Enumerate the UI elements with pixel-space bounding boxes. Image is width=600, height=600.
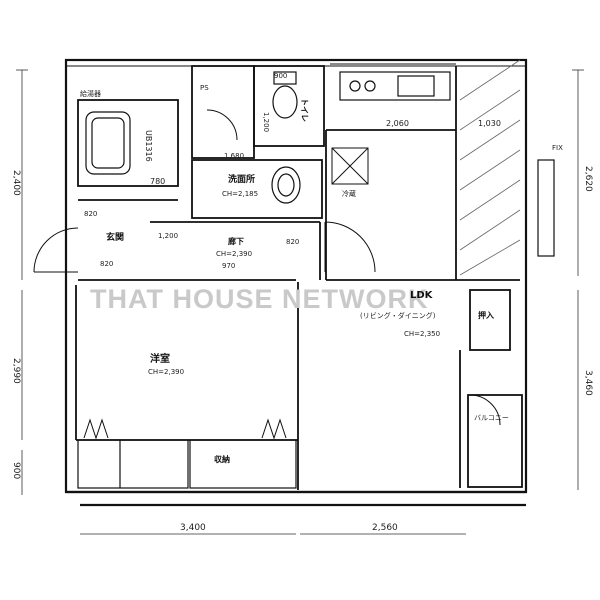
hallway-width: 970 (222, 262, 235, 270)
door-swings (33, 109, 501, 426)
dim-right-top-height: 2,620 (583, 166, 593, 192)
kitchen-dim-b: 1,030 (478, 119, 501, 128)
exterior-walls (64, 58, 528, 507)
bath-name: UB1316 (144, 130, 153, 162)
toilet-icon (272, 71, 298, 119)
watermark: THAT HOUSE NETWORK (90, 284, 428, 314)
dimension-lines (16, 69, 584, 535)
window-label: FIX (552, 144, 563, 152)
dim-left-mid-height: 2,990 (11, 358, 21, 384)
washroom-dim-b: 820 (286, 238, 299, 246)
storage-name: 収納 (214, 454, 230, 464)
dim-bottom-left-width: 3,400 (180, 523, 206, 533)
fridge-icon (331, 147, 369, 185)
entrance-name: 玄関 (106, 231, 124, 243)
closet-note: 押入 (478, 310, 494, 320)
dim-top-left-height: 2,400 (11, 170, 21, 196)
bedroom-name: 洋室 (150, 352, 170, 365)
fridge-label: 冷蔵 (342, 189, 356, 198)
dim-left-bottom-height: 900 (11, 462, 21, 479)
toilet-dim: 1,200 (262, 112, 270, 132)
fix-window (537, 159, 555, 257)
bedroom-area: CH=2,390 (148, 368, 184, 376)
ldk-name: LDK (410, 290, 434, 301)
ldk-area: CH=2,350 (404, 330, 440, 338)
toilet-width: 900 (274, 72, 287, 80)
entrance-width: 820 (100, 260, 113, 268)
bath-width: 780 (150, 177, 165, 186)
bathtub-icon (85, 111, 131, 175)
closet-doors (83, 418, 287, 440)
pipe-space-label: PS (200, 84, 209, 92)
washbasin-icon (271, 166, 301, 204)
dim-bottom-right-width: 2,560 (372, 523, 398, 533)
kitchen-counter (339, 71, 451, 101)
washroom-name: 洗面所 (228, 173, 255, 185)
washroom-area: CH=2,185 (222, 190, 258, 198)
kitchen-dim-a: 2,060 (386, 119, 409, 128)
hallway-dim-b: 820 (84, 210, 97, 218)
hallway-dim: 1,200 (158, 232, 178, 240)
hallway-name: 廊下 (228, 236, 244, 246)
ldk-sub: (リビング・ダイニング) (360, 311, 436, 320)
toilet-name: トイレ (300, 98, 309, 122)
kitchen-hatch (459, 59, 521, 276)
washroom-dim-a: 1,680 (224, 152, 244, 160)
interior-walls (75, 65, 523, 490)
bath-note: 給湯器 (80, 89, 101, 98)
bedroom-storage (77, 439, 297, 489)
dim-right-mid-height: 3,460 (583, 370, 593, 396)
balcony-note: バルコニー (474, 414, 509, 422)
hallway-area: CH=2,390 (216, 250, 252, 258)
